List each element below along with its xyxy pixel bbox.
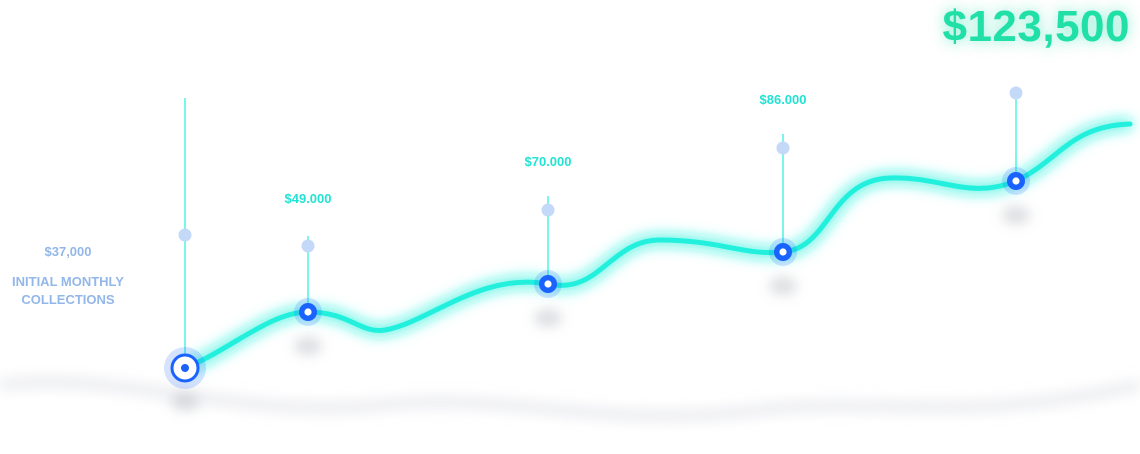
- point-shadow-2: [294, 337, 322, 355]
- point-center-2: [304, 308, 312, 316]
- series-line-glow: [181, 116, 1131, 376]
- series-line: [182, 121, 1133, 371]
- shadow-line: [0, 377, 1140, 421]
- ghost-bubble-5: [1009, 86, 1023, 100]
- start-point-dot: [181, 364, 189, 372]
- point-shadow-5: [1002, 206, 1030, 224]
- ghost-bubble-4: [776, 141, 790, 155]
- data-label-2: $49.000: [285, 191, 332, 206]
- total-value: $123,500: [942, 2, 1130, 51]
- point-center-3: [544, 280, 552, 288]
- start-caption-line-2: COLLECTIONS: [21, 292, 114, 307]
- start-caption-line-1: INITIAL MONTHLY: [12, 274, 124, 289]
- point-shadow-1: [171, 393, 199, 411]
- ghost-bubble-1: [178, 228, 192, 242]
- data-label-3: $70.000: [525, 154, 572, 169]
- start-value-label: $37,000: [45, 244, 92, 259]
- point-shadow-4: [769, 277, 797, 295]
- ghost-bubble-3: [541, 203, 555, 217]
- data-label-4: $86.000: [760, 92, 807, 107]
- point-center-4: [779, 248, 787, 256]
- point-shadow-3: [534, 309, 562, 327]
- ghost-bubble-2: [301, 239, 315, 253]
- point-center-5: [1012, 177, 1020, 185]
